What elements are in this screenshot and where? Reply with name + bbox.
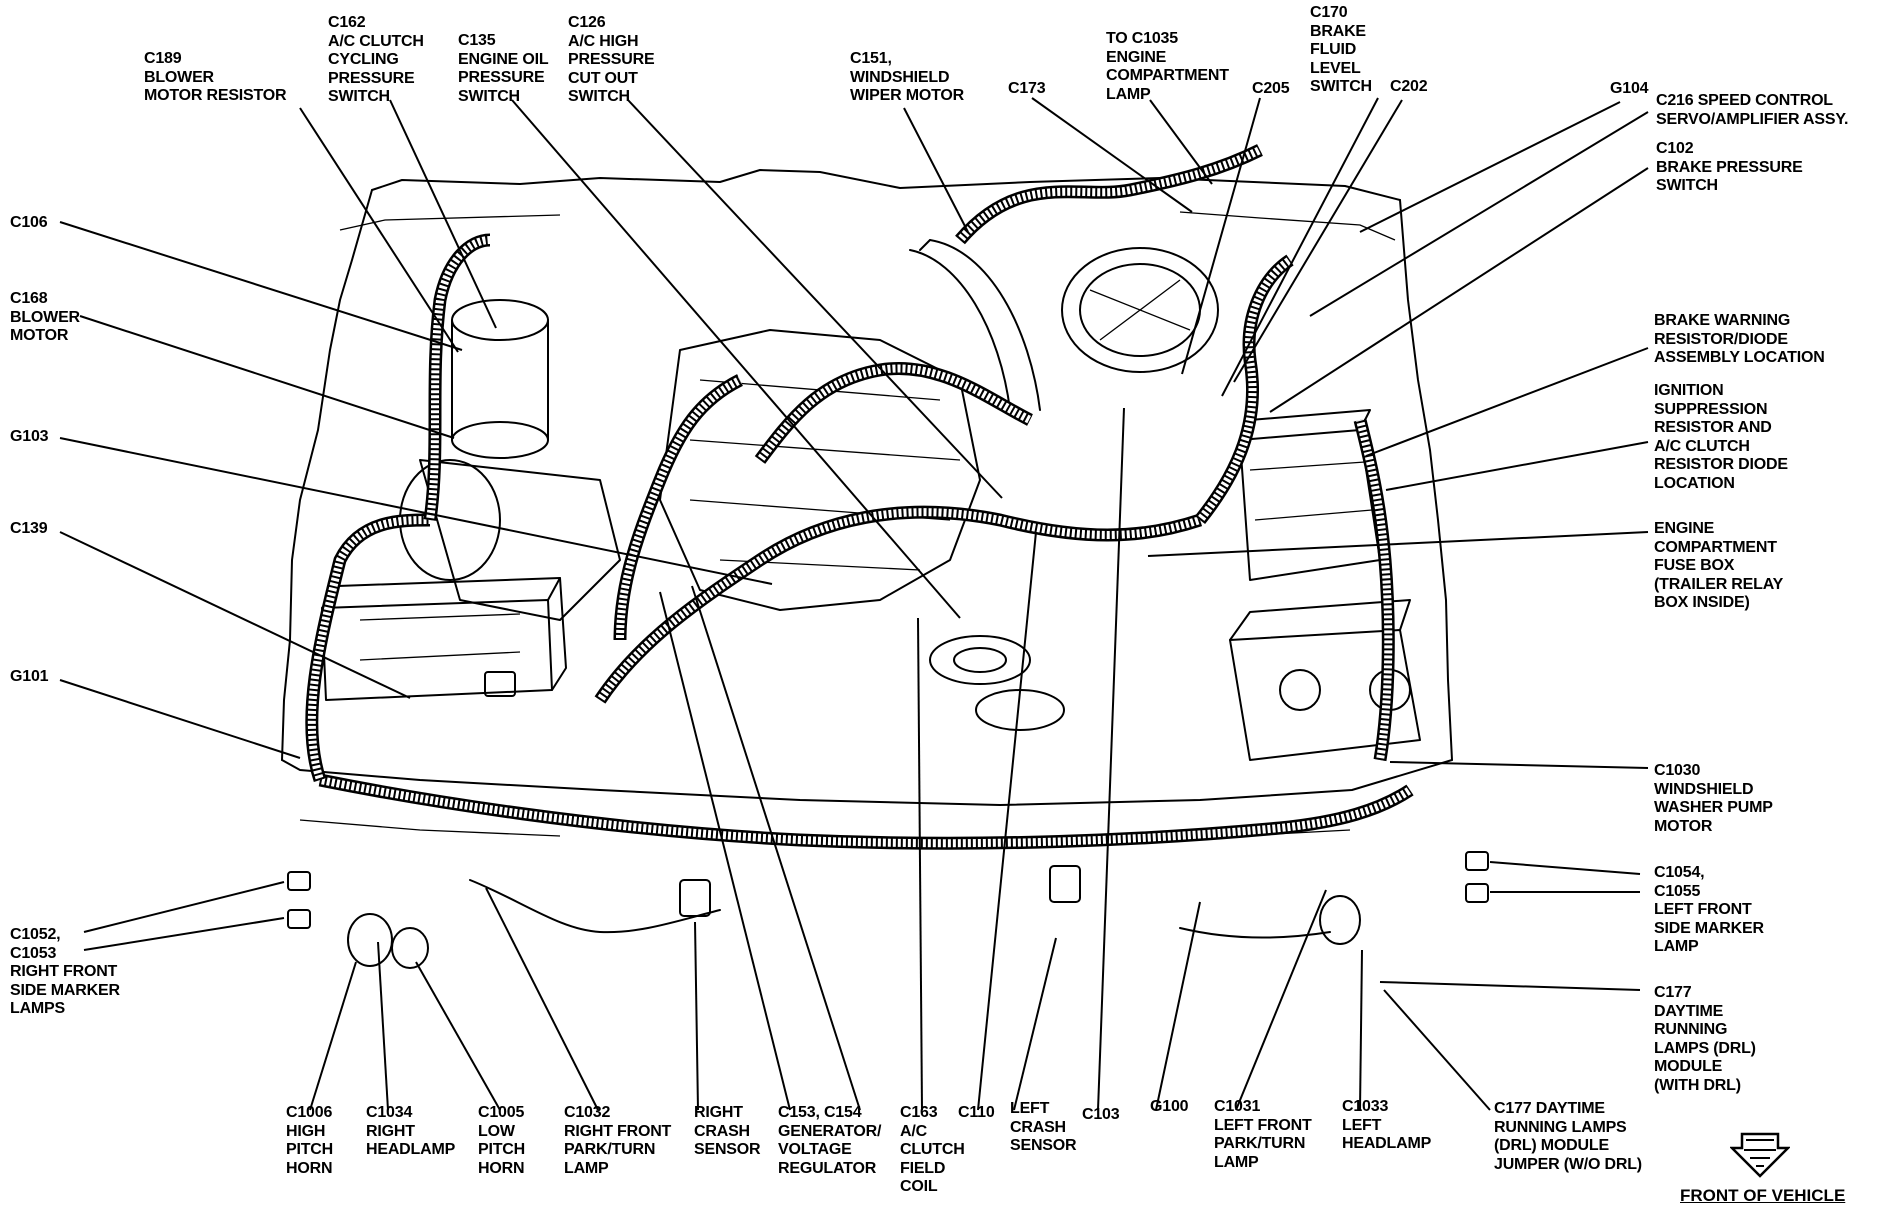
- air-cleaner: [399, 299, 621, 621]
- label-c162: C162 A/C CLUTCH CYCLING PRESSURE SWITCH: [328, 14, 424, 105]
- label-c170: C170 BRAKE FLUID LEVEL SWITCH: [1310, 4, 1372, 95]
- label-c1034: C1034 RIGHT HEADLAMP: [366, 1104, 456, 1158]
- label-c202: C202: [1390, 78, 1428, 95]
- label-c1052: C1052, C1053 RIGHT FRONT SIDE MARKER LAM…: [10, 926, 120, 1017]
- label-c173: C173: [1008, 80, 1046, 97]
- label-g103: G103: [10, 428, 49, 445]
- brake-booster: [1061, 247, 1219, 373]
- label-c1030: C1030 WINDSHIELD WASHER PUMP MOTOR: [1654, 762, 1773, 835]
- label-c135: C135 ENGINE OIL PRESSURE SWITCH: [458, 32, 549, 105]
- label-c103: C103: [1082, 1106, 1120, 1123]
- label-c1006: C1006 HIGH PITCH HORN: [286, 1104, 334, 1177]
- label-c1031: C1031 LEFT FRONT PARK/TURN LAMP: [1214, 1098, 1312, 1171]
- label-c177-jumper: C177 DAYTIME RUNNING LAMPS (DRL) MODULE …: [1494, 1100, 1642, 1173]
- label-c1054: C1054, C1055 LEFT FRONT SIDE MARKER LAMP: [1654, 864, 1764, 955]
- label-c163: C163 A/C CLUTCH FIELD COIL: [900, 1104, 965, 1195]
- label-ignition-suppression: IGNITION SUPPRESSION RESISTOR AND A/C CL…: [1654, 382, 1788, 492]
- label-c189: C189 BLOWER MOTOR RESISTOR: [144, 50, 287, 104]
- label-c126: C126 A/C HIGH PRESSURE CUT OUT SWITCH: [568, 14, 655, 105]
- label-c1035: TO C1035 ENGINE COMPARTMENT LAMP: [1106, 30, 1229, 103]
- leader-lines: [59, 97, 1649, 1111]
- label-g101: G101: [10, 668, 49, 685]
- label-g100: G100: [1150, 1098, 1189, 1115]
- label-brake-warning: BRAKE WARNING RESISTOR/DIODE ASSEMBLY LO…: [1654, 312, 1825, 366]
- label-c205: C205: [1252, 80, 1290, 97]
- battery: [321, 577, 567, 701]
- label-fuse-box: ENGINE COMPARTMENT FUSE BOX (TRAILER REL…: [1654, 520, 1784, 611]
- label-c153: C153, C154 GENERATOR/ VOLTAGE REGULATOR: [778, 1104, 882, 1177]
- label-g104: G104: [1610, 80, 1649, 97]
- front-direction-arrow-icon: [1730, 1132, 1790, 1178]
- label-c216: C216 SPEED CONTROL SERVO/AMPLIFIER ASSY.: [1656, 92, 1849, 128]
- label-c110: C110: [958, 1104, 995, 1121]
- front-connectors: [287, 851, 1489, 969]
- label-c177-drl: C177 DAYTIME RUNNING LAMPS (DRL) MODULE …: [1654, 984, 1756, 1094]
- label-c1005: C1005 LOW PITCH HORN: [478, 1104, 526, 1177]
- label-c1032: C1032 RIGHT FRONT PARK/TURN LAMP: [564, 1104, 672, 1177]
- label-c102: C102 BRAKE PRESSURE SWITCH: [1656, 140, 1803, 194]
- engine-block: [659, 239, 1065, 731]
- label-c106: C106: [10, 214, 48, 231]
- front-of-vehicle-caption: FRONT OF VEHICLE: [1680, 1186, 1846, 1205]
- wiring-harness: [305, 144, 1414, 850]
- label-c151: C151, WINDSHIELD WIPER MOTOR: [850, 50, 964, 104]
- label-c168: C168 BLOWER MOTOR: [10, 290, 80, 344]
- label-c1033: C1033 LEFT HEADLAMP: [1342, 1098, 1432, 1152]
- label-c139: C139: [10, 520, 48, 537]
- label-left-crash-sensor: LEFT CRASH SENSOR: [1010, 1100, 1077, 1154]
- label-right-crash-sensor: RIGHT CRASH SENSOR: [694, 1104, 761, 1158]
